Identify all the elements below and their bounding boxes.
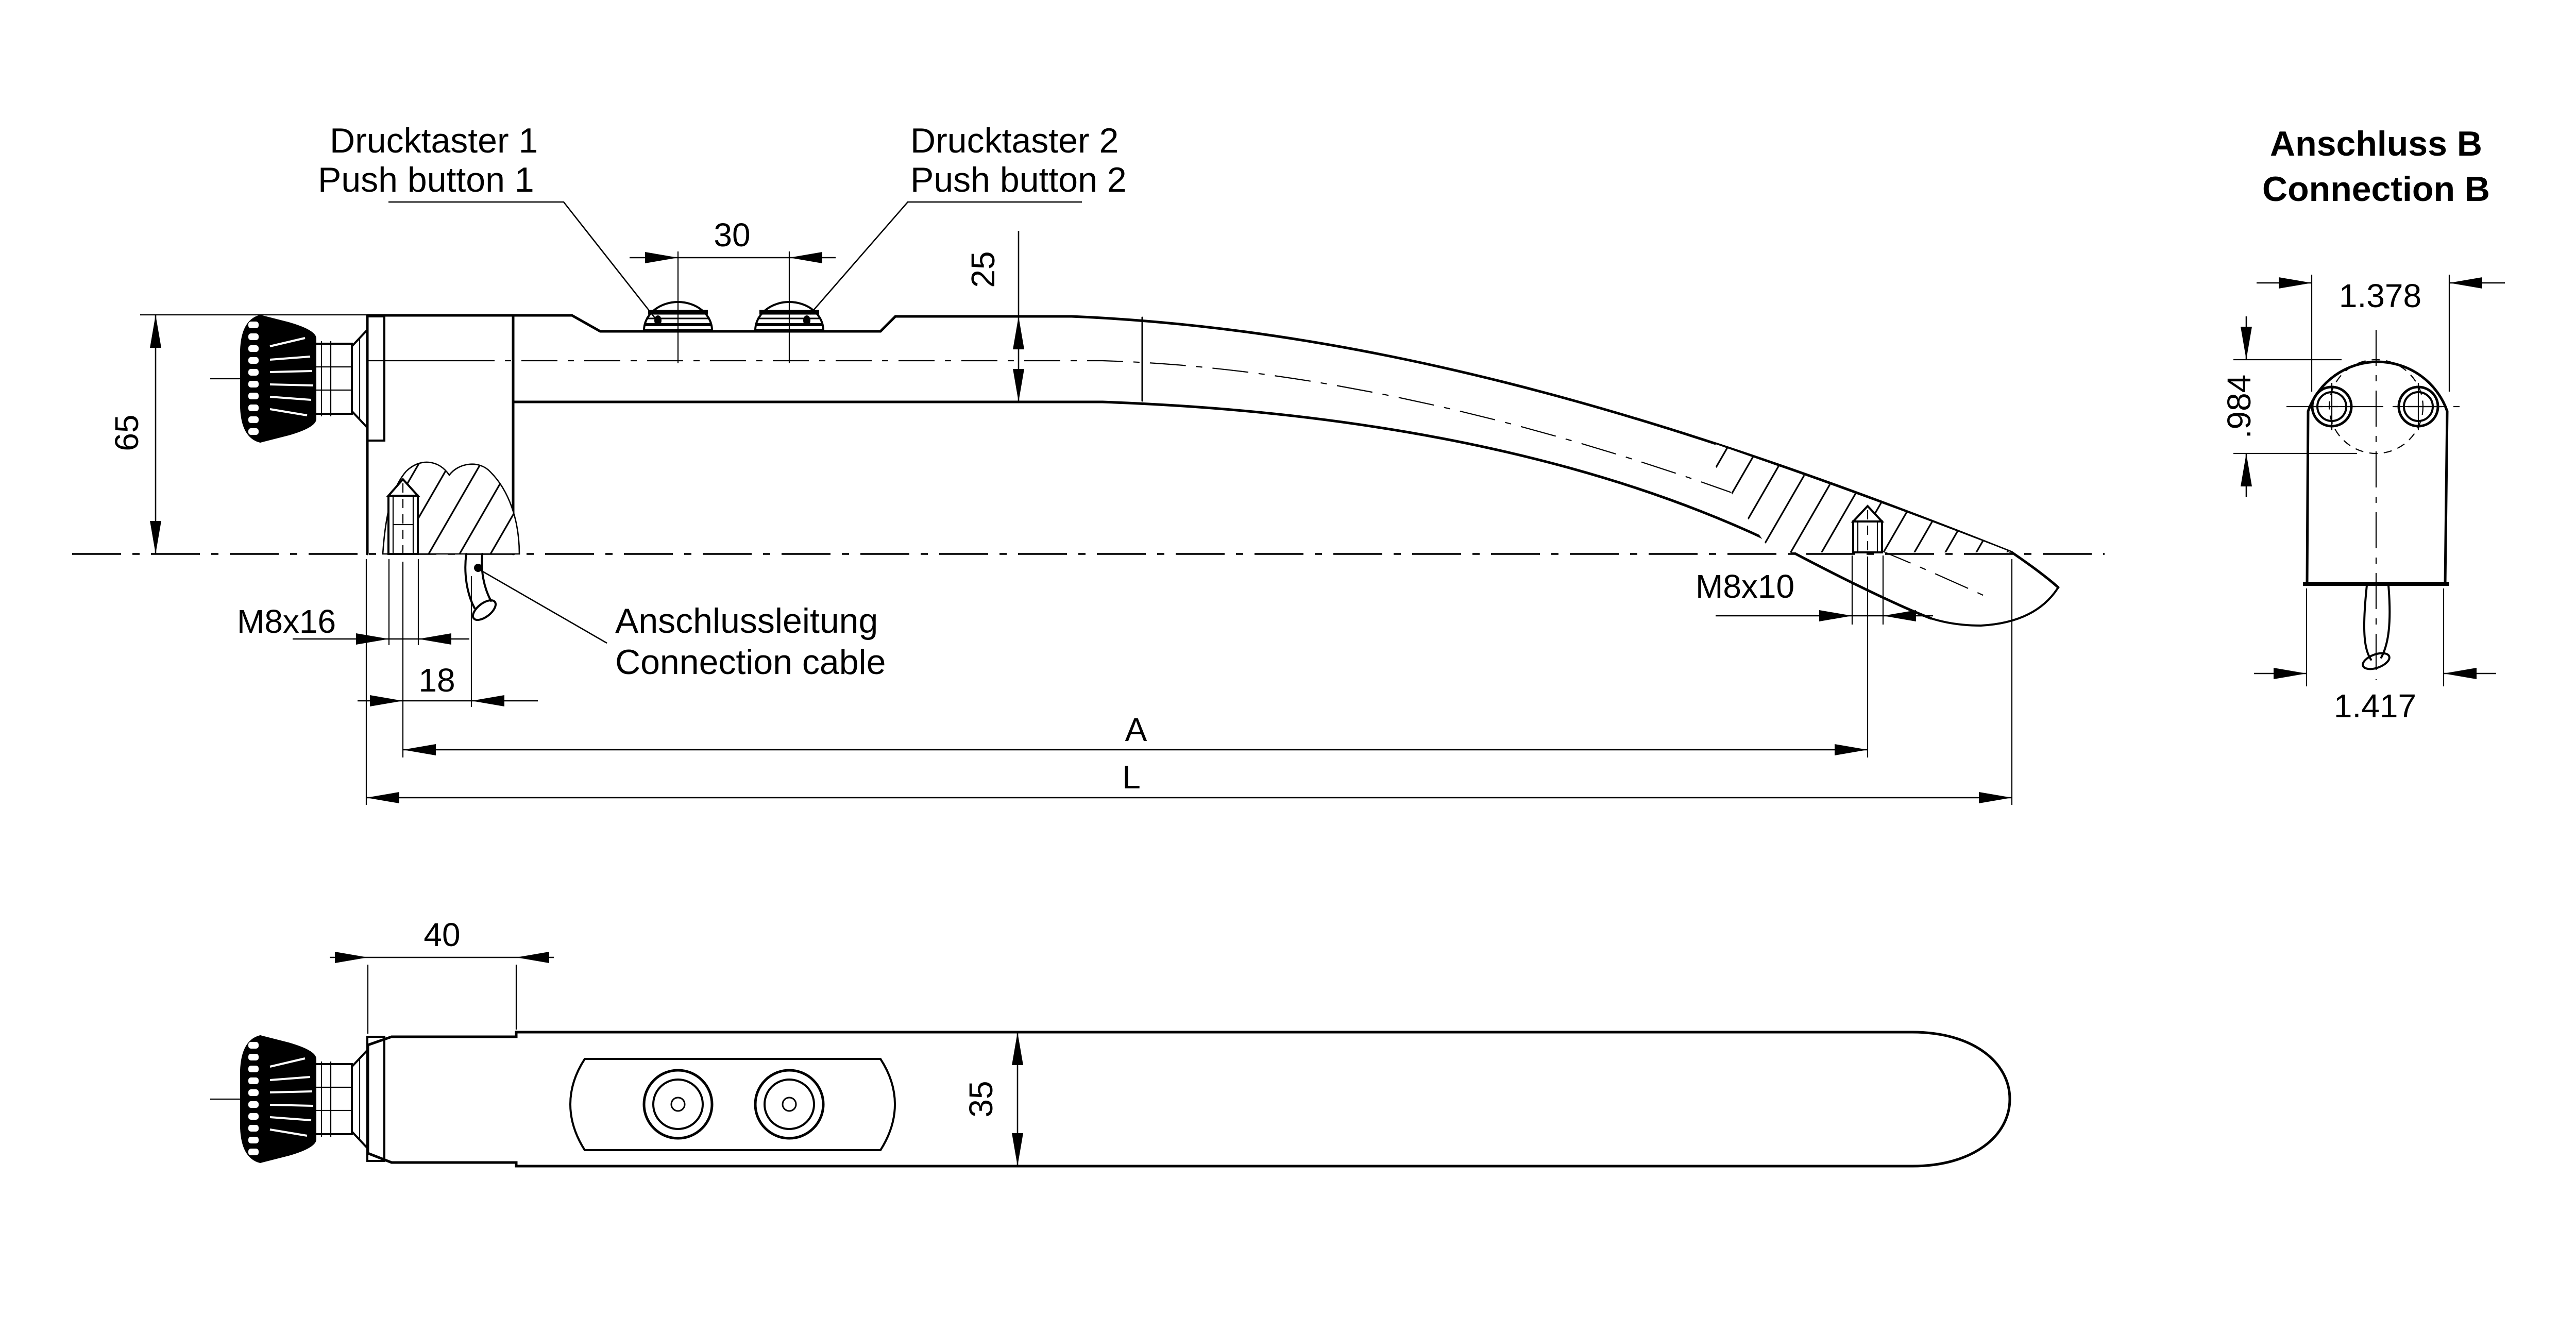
tip-hatch-section [1716, 444, 2012, 552]
connection-cable-label-de: Anschlussleitung [615, 601, 878, 641]
plan-outline [366, 1031, 2011, 1168]
connection-b-title-de: Anschluss B [2270, 124, 2482, 163]
blade-bottom-edge [512, 400, 1933, 620]
dim-1378: 1.378 [2339, 277, 2421, 314]
dim-984: .984 [2221, 375, 2258, 439]
dim-25: 25 [964, 251, 1002, 288]
m8x10-screw-icon [1851, 504, 1885, 553]
dim-65: 65 [108, 414, 145, 451]
connection-cable-icon [464, 553, 497, 621]
dim-40: 40 [423, 916, 460, 953]
dim-m8x10: M8x10 [1696, 568, 1794, 605]
push-button-2-top-icon [754, 1069, 825, 1140]
push-button-1-label-de: Drucktaster 1 [330, 121, 538, 160]
button-panel [569, 1058, 896, 1151]
callouts: Drucktaster 1 Push button 1 Drucktaster … [318, 121, 1127, 682]
connection-cable-label-en: Connection cable [615, 643, 886, 682]
connector-cable-icon [2362, 584, 2391, 670]
side-view [72, 301, 2105, 627]
dim-l: L [1122, 759, 1141, 796]
push-button-1-label-en: Push button 1 [318, 160, 534, 199]
dim-30: 30 [714, 216, 750, 254]
blade-tip [1930, 586, 2059, 627]
connection-b-title-en: Connection B [2262, 170, 2490, 209]
terminal-screw-right-icon [2395, 383, 2442, 430]
leader-cable [479, 568, 607, 644]
dim-m8x16: M8x16 [237, 603, 336, 640]
leader-button-1 [388, 201, 656, 319]
m8x16-screw-icon [386, 477, 420, 558]
blade-top-edge [366, 314, 2060, 589]
dim-a: A [1125, 711, 1147, 748]
dim-35: 35 [962, 1081, 999, 1117]
terminal-screw-left-icon [2308, 383, 2355, 430]
push-button-2-label-en: Push button 2 [910, 160, 1127, 199]
plan-view: 40 35 [209, 916, 2011, 1168]
connection-b-view: Anschluss B Connection B [2221, 124, 2505, 725]
push-button-2-label-de: Drucktaster 2 [910, 121, 1118, 160]
push-button-1-top-icon [642, 1069, 714, 1140]
dim-1417: 1.417 [2334, 687, 2416, 725]
dim-18: 18 [418, 662, 455, 699]
leader-button-2 [809, 201, 1082, 315]
dimensions-side: 65 30 25 M8x16 18 M8x10 [108, 216, 2013, 805]
connector-dome [2307, 360, 2449, 413]
